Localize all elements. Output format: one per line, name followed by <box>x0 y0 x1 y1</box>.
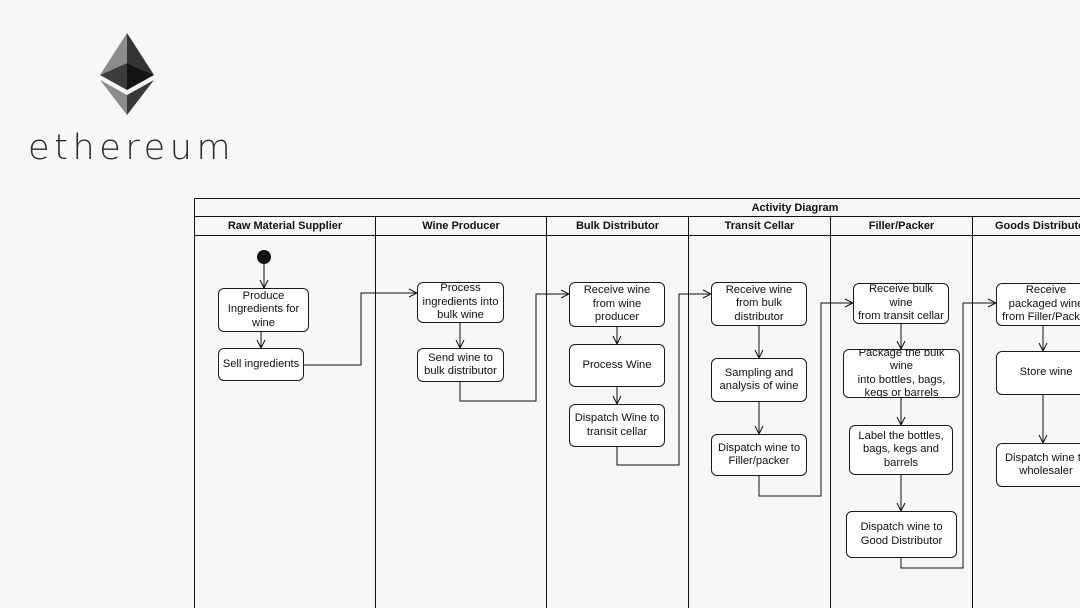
activity-sampling-analysis: Sampling and analysis of wine <box>711 358 807 402</box>
activity-process-wine: Process Wine <box>569 344 665 387</box>
activity-send-to-bulk-distributor: Send wine to bulk distributor <box>417 348 504 382</box>
activity-package-bulk-wine: Package the bulk wine into bottles, bags… <box>843 349 960 398</box>
activity-store-wine: Store wine <box>996 351 1080 395</box>
activity-sell-ingredients: Sell ingredients <box>218 348 304 381</box>
initial-node <box>257 250 271 264</box>
ethereum-diamond-icon <box>100 33 154 115</box>
lane-header-bulk-distributor: Bulk Distributor <box>575 220 660 232</box>
activity-label-containers: Label the bottles, bags, kegs and barrel… <box>849 425 953 475</box>
activity-receive-from-bulk-distributor: Receive wine from bulk distributor <box>711 282 807 326</box>
activity-process-ingredients: Process ingredients into bulk wine <box>417 282 504 323</box>
lane-header-filler-packer: Filler/Packer <box>868 220 935 232</box>
activity-receive-from-transit-cellar: Receive bulk wine from transit cellar <box>853 283 949 324</box>
lane-header-wine-producer: Wine Producer <box>422 220 500 232</box>
lane-header-goods-distributor: Goods Distributor <box>995 220 1080 232</box>
activity-dispatch-to-transit-cellar: Dispatch Wine to transit cellar <box>569 404 665 447</box>
activity-dispatch-to-filler-packer: Dispatch wine to Filler/packer <box>711 434 807 476</box>
activity-receive-from-producer: Receive wine from wine producer <box>569 282 665 327</box>
lane-header-transit-cellar: Transit Cellar <box>724 220 795 232</box>
activity-receive-packaged-wine: Receive packaged wine from Filler/Packer <box>996 283 1080 326</box>
ethereum-wordmark: ethereum <box>28 128 236 168</box>
activity-produce-ingredients: Produce Ingredients for wine <box>218 288 309 332</box>
diagram-title: Activity Diagram <box>751 201 839 214</box>
activity-dispatch-to-wholesaler: Dispatch wine to wholesaler <box>996 443 1080 487</box>
lane-header-raw-material-supplier: Raw Material Supplier <box>227 220 343 232</box>
activity-dispatch-to-good-distributor: Dispatch wine to Good Distributor <box>846 511 957 558</box>
